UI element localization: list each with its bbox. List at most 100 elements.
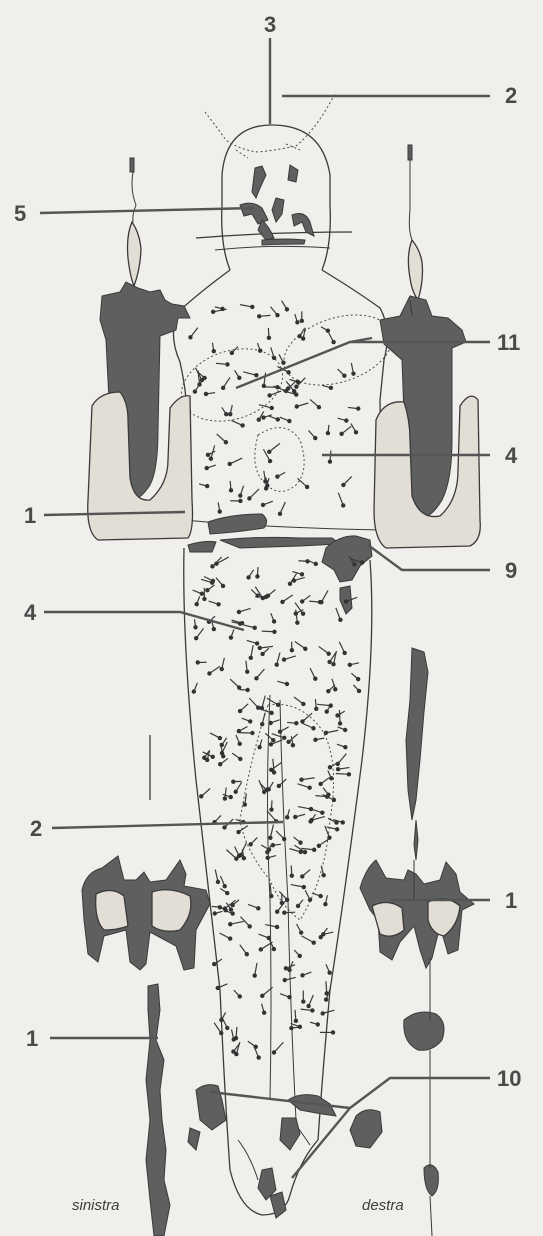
scatter-mark-dot (318, 894, 322, 898)
scatter-mark-dot (258, 349, 262, 353)
scatter-mark-dot (220, 667, 224, 671)
scatter-mark-dot (265, 483, 269, 487)
label-1-right-lower: 1 (505, 888, 517, 913)
scatter-mark-dot (303, 850, 307, 854)
scatter-mark-dot (285, 898, 289, 902)
scatter-mark-dot (231, 1049, 235, 1053)
scatter-mark-dot (318, 782, 322, 786)
scatter-mark-dot (287, 968, 291, 972)
scatter-mark-dot (256, 1055, 260, 1059)
scatter-mark-dot (255, 574, 259, 578)
scatter-mark-dot (200, 378, 204, 382)
scatter-mark-dot (301, 702, 305, 706)
scatter-mark-dot (240, 423, 244, 427)
scatter-mark-dot (347, 772, 351, 776)
scatter-mark-dot (237, 610, 241, 614)
scatter-mark-dot (238, 499, 242, 503)
scatter-mark-dot (338, 721, 342, 725)
label-9: 9 (505, 558, 517, 583)
scatter-mark-dot (341, 503, 345, 507)
scatter-mark-dot (356, 677, 360, 681)
scatter-mark-dot (225, 362, 229, 366)
leader-5 (40, 208, 255, 213)
label-3: 3 (264, 12, 276, 37)
scatter-mark-dot (275, 925, 279, 929)
scatter-mark-dot (313, 738, 317, 742)
scatter-mark-dot (288, 582, 292, 586)
scatter-mark-dot (294, 392, 298, 396)
scatter-mark-dot (316, 1022, 320, 1026)
scatter-mark-dot (280, 901, 284, 905)
label-11: 11 (497, 330, 520, 355)
scatter-mark-dot (211, 310, 215, 314)
scatter-mark-dot (243, 802, 247, 806)
scatter-mark-dot (261, 503, 265, 507)
scatter-mark-dot (260, 722, 264, 726)
scatter-mark-dot (245, 688, 249, 692)
scatter-mark-dot (255, 641, 259, 645)
right-lower-strip (406, 648, 428, 860)
scatter-mark-dot (237, 376, 241, 380)
scatter-mark-dot (250, 305, 254, 309)
scatter-mark-dot (343, 745, 347, 749)
scatter-mark-dot (310, 1008, 314, 1012)
scatter-mark-dot (300, 572, 304, 576)
scatter-mark-dot (313, 436, 317, 440)
scatter-mark-dot (299, 777, 303, 781)
scatter-mark-dot (230, 351, 234, 355)
scatter-mark-dot (272, 947, 276, 951)
scatter-mark-dot (248, 719, 252, 723)
scatter-mark-dot (282, 736, 286, 740)
scatter-mark-dot (319, 600, 323, 604)
scatter-mark-dot (300, 874, 304, 878)
label-5: 5 (14, 201, 26, 226)
scatter-mark-dot (269, 807, 273, 811)
scatter-mark-dot (257, 314, 261, 318)
scatter-mark-dot (221, 386, 225, 390)
scatter-mark-dot (254, 676, 258, 680)
scatter-mark-dot (210, 564, 214, 568)
scatter-mark-dot (268, 836, 272, 840)
scatter-mark-dot (211, 755, 215, 759)
scatter-mark-dot (314, 707, 318, 711)
scatter-mark-dot (271, 738, 275, 742)
scatter-mark-dot (256, 906, 260, 910)
scatter-mark-dot (326, 689, 330, 693)
scatter-mark-dot (275, 663, 279, 667)
scatter-mark-dot (238, 742, 242, 746)
scatter-mark-dot (333, 687, 337, 691)
scatter-mark-dot (335, 827, 339, 831)
scatter-mark-dot (275, 313, 279, 317)
scatter-mark-dot (331, 662, 335, 666)
scatter-mark-dot (299, 930, 303, 934)
scatter-mark-dot (223, 884, 227, 888)
left-lower-patch (82, 856, 210, 1236)
scatter-mark-dot (259, 947, 263, 951)
scatter-mark-dot (280, 600, 284, 604)
scatter-mark-dot (223, 908, 227, 912)
scatter-mark-dot (269, 894, 273, 898)
label-destra: destra (362, 1197, 404, 1214)
scatter-mark-dot (261, 596, 265, 600)
scatter-mark-dot (270, 406, 274, 410)
scatter-mark-dot (268, 721, 272, 725)
scatter-mark-dot (343, 728, 347, 732)
scatter-mark-dot (298, 840, 302, 844)
scatter-mark-dot (260, 652, 264, 656)
label-sinistra: sinistra (72, 1197, 120, 1214)
scatter-mark-dot (260, 994, 264, 998)
scatter-mark-dot (300, 319, 304, 323)
scatter-mark-dot (295, 320, 299, 324)
body-outline (172, 92, 401, 1215)
scatter-mark-dot (285, 815, 289, 819)
scatter-mark-dot (289, 1026, 293, 1030)
scatter-mark-dot (199, 794, 203, 798)
scatter-mark-dot (228, 462, 232, 466)
scatter-mark-dot (237, 729, 241, 733)
scatter-mark-dot (197, 382, 201, 386)
scatter-mark-dot (290, 873, 294, 877)
scatter-mark-dot (277, 784, 281, 788)
scatter-mark-dot (317, 405, 321, 409)
scatter-mark-dot (328, 459, 332, 463)
scatter-mark-dot (228, 922, 232, 926)
